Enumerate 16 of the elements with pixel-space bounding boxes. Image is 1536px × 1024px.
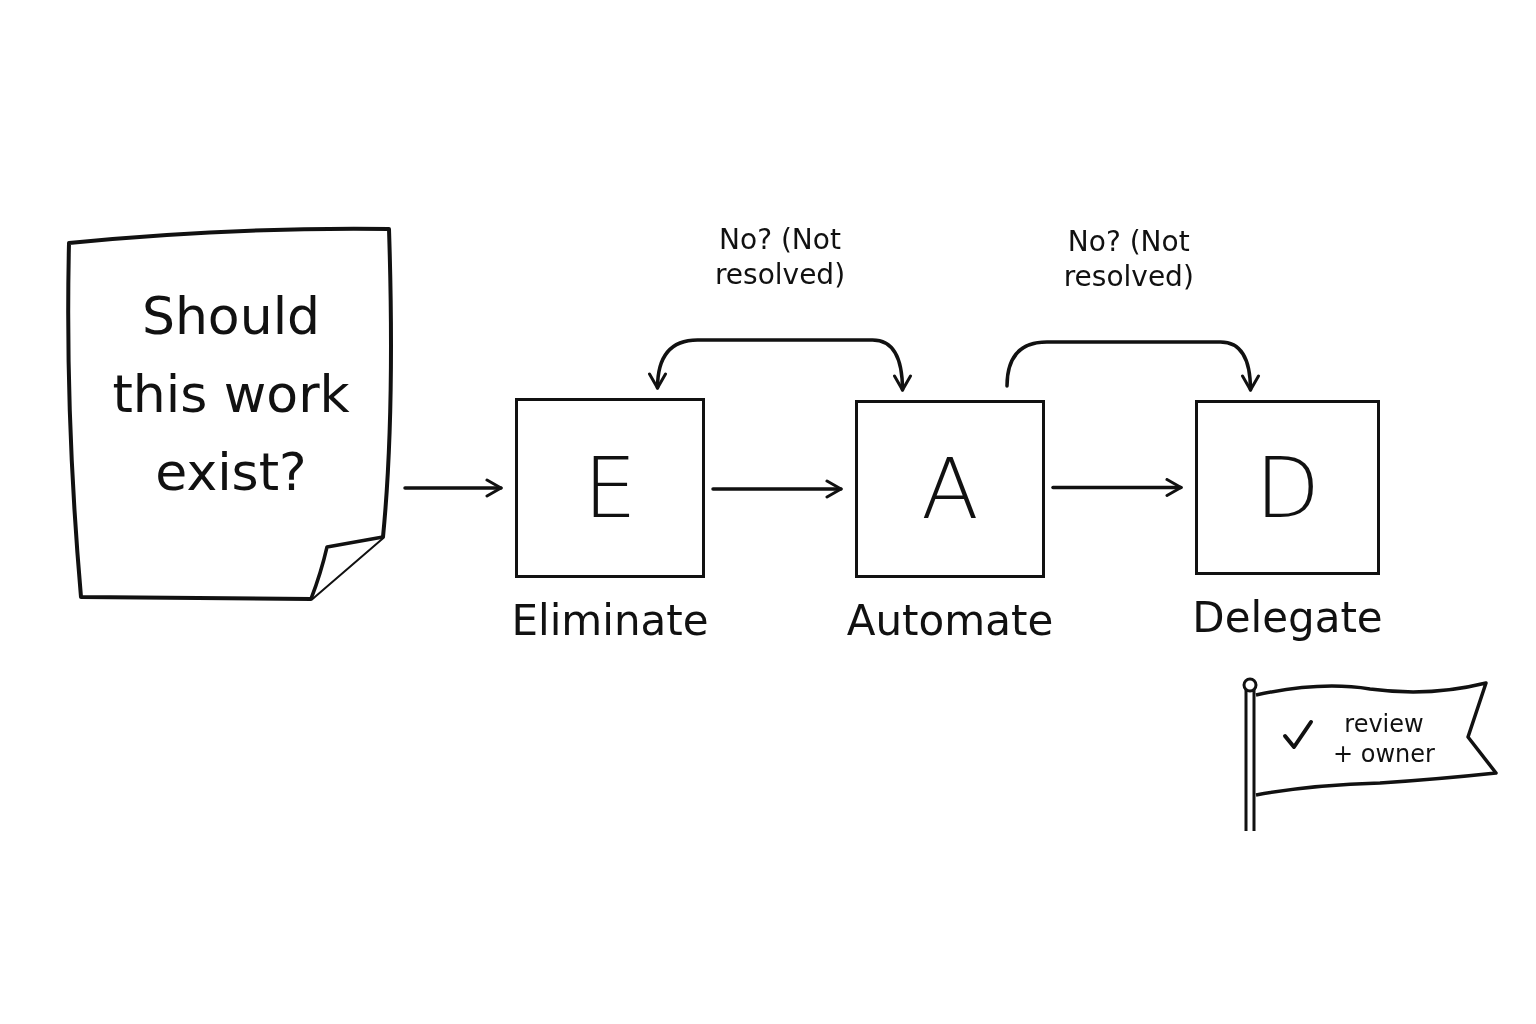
step-label: Eliminate (511, 596, 709, 645)
arrow (1051, 478, 1183, 497)
step-box (1195, 400, 1380, 575)
arrow (711, 479, 843, 499)
step-letter: D (1255, 445, 1320, 530)
flag-text: review + owner (1332, 709, 1436, 769)
step-label: Delegate (1192, 593, 1383, 642)
step-label: Automate (846, 596, 1054, 645)
step-box (855, 400, 1045, 578)
arrow (1005, 340, 1260, 392)
step-box (515, 398, 705, 578)
step-letter: A (921, 447, 979, 531)
arrow (403, 478, 503, 498)
question-text: Should this work exist? (111, 285, 351, 504)
arrow (648, 338, 912, 392)
step-letter: E (583, 446, 637, 530)
